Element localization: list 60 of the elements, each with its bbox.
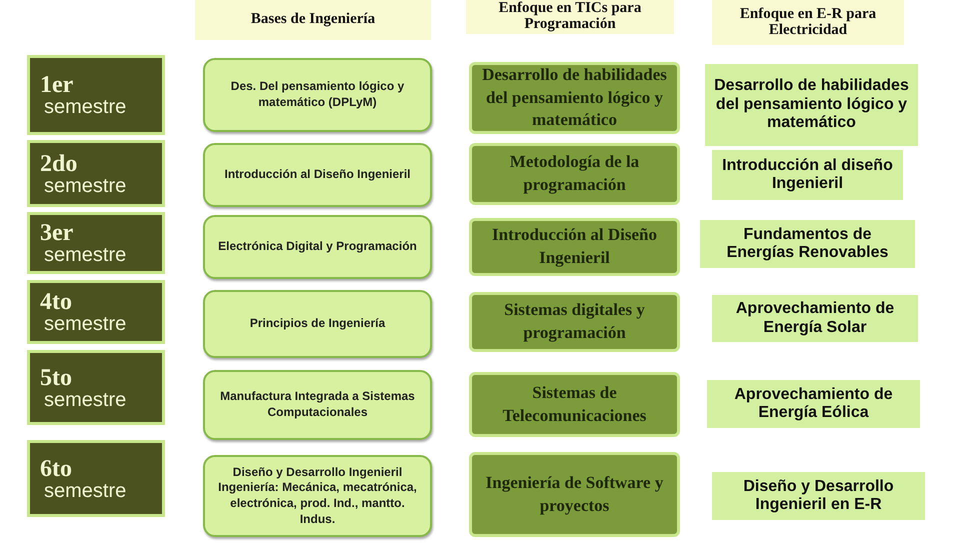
course-box xyxy=(203,290,432,358)
semester-word: semestre xyxy=(43,97,126,117)
course-title: Principios de Ingeniería xyxy=(250,316,386,332)
course-title: Introducción al Diseño Ingenieril xyxy=(491,224,658,269)
semester-word: semestre xyxy=(43,314,126,334)
semester-label xyxy=(27,350,165,425)
course-title: Bases de Ingeniería xyxy=(250,12,376,28)
course-title: Introducción al diseño Ingenieril xyxy=(721,156,894,194)
semester-number: 5to xyxy=(40,366,72,390)
semester-word: semestre xyxy=(43,480,126,500)
semester-number: 6to xyxy=(40,456,72,480)
course-title: Sistemas digitales y programación xyxy=(503,299,646,344)
semester-label xyxy=(27,140,165,207)
course-title: Aprovechamiento de Energía Eólica xyxy=(733,386,894,422)
course-title: Sistemas de Telecomunicaciones xyxy=(502,382,648,426)
column-header xyxy=(195,0,431,40)
course-box xyxy=(712,295,918,342)
course-box xyxy=(707,380,920,428)
course-box xyxy=(469,143,680,205)
course-box xyxy=(203,455,432,537)
semester-label xyxy=(27,440,165,517)
course-box xyxy=(712,472,925,520)
course-title: Enfoque en TICs para Programación xyxy=(498,1,642,33)
course-title: Diseño y Desarrollo Ingenieril en E-R xyxy=(742,478,895,514)
course-box xyxy=(700,220,915,268)
course-title: Desarrollo de habilidades del pensamiento lógico y matemático xyxy=(481,64,668,132)
semester-label xyxy=(27,280,165,344)
column-header xyxy=(712,0,904,45)
course-title: Introducción al Diseño Ingenieril xyxy=(224,167,411,183)
semester-number: 1er xyxy=(40,73,74,97)
course-title: Metodología de la programación xyxy=(508,151,640,196)
course-title: Diseño y Desarrollo Ingenieril Ingeniería: Mecánica, mecatrónica, electrónica, prod. Ind., mantto. Indus. xyxy=(217,464,418,528)
course-box xyxy=(203,143,432,207)
semester-word: semestre xyxy=(43,245,126,265)
semester-number: 3er xyxy=(40,221,74,245)
course-box xyxy=(203,370,432,440)
course-title: Fundamentos de Energías Renovables xyxy=(726,226,890,262)
course-box xyxy=(203,58,432,132)
course-title: Des. Del pensamiento lógico y matemático (DPLyM) xyxy=(230,79,406,111)
course-title: Manufactura Integrada a Sistemas Computacionales xyxy=(219,389,416,421)
semester-word: semestre xyxy=(43,390,126,410)
course-box xyxy=(203,215,432,279)
semester-number: 2do xyxy=(40,152,78,176)
column-header xyxy=(466,0,674,34)
course-box xyxy=(712,150,903,200)
course-box xyxy=(469,452,680,537)
course-title: Ingeniería de Software y proyectos xyxy=(484,472,664,517)
semester-label xyxy=(27,212,165,274)
course-box xyxy=(469,218,680,276)
course-box xyxy=(469,292,680,352)
course-title: Electrónica Digital y Programación xyxy=(218,239,417,255)
course-title: Desarrollo de habilidades del pensamiento lógico y matemático xyxy=(713,77,910,133)
semester-word: semestre xyxy=(43,176,126,196)
course-box xyxy=(705,64,918,146)
course-title: Aprovechamiento de Energía Solar xyxy=(734,300,896,337)
course-box xyxy=(469,62,680,134)
semester-label xyxy=(27,55,165,135)
course-box xyxy=(469,372,680,437)
course-title: Enfoque en E-R para Electricidad xyxy=(738,6,878,38)
semester-number: 4to xyxy=(40,290,72,314)
